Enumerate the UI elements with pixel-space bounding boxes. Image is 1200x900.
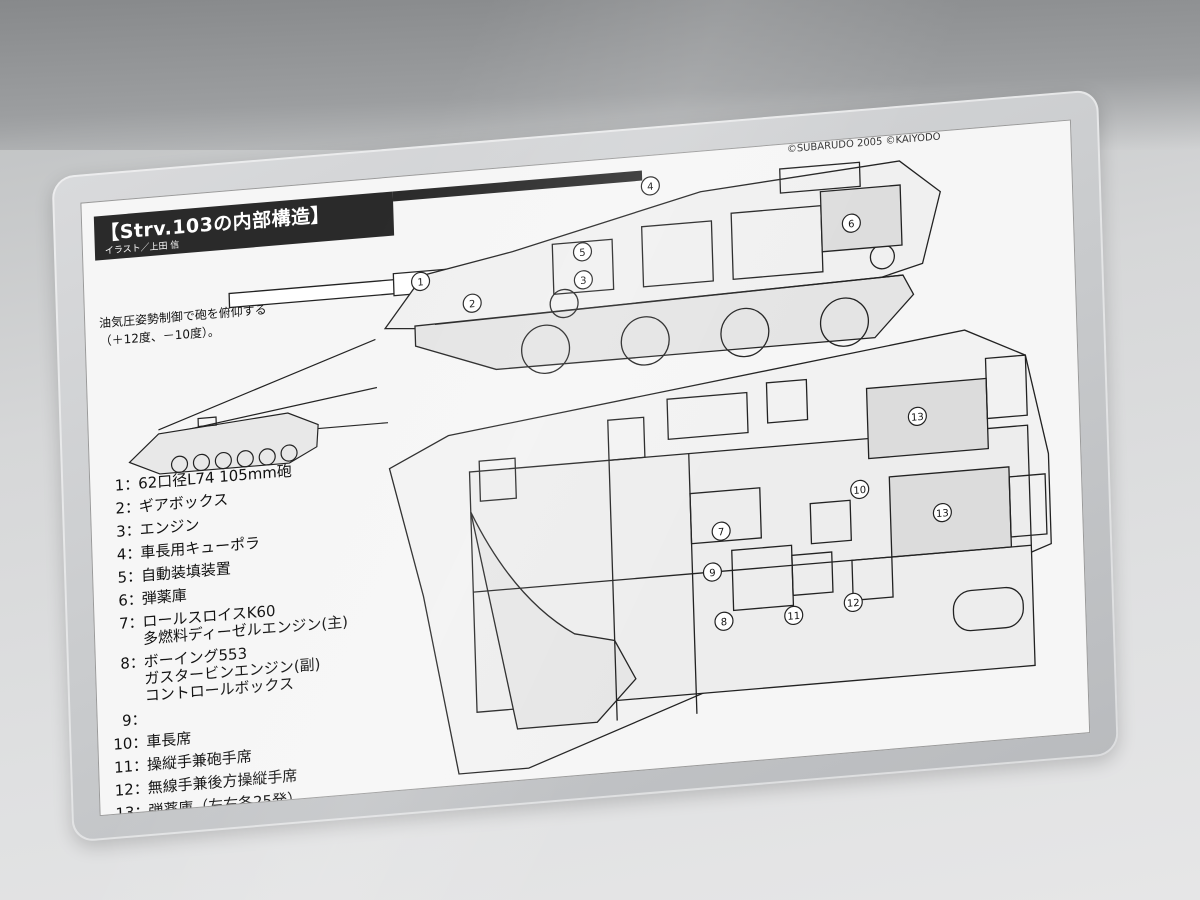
- legend-separator: ：: [132, 755, 149, 776]
- legend-separator: ：: [124, 497, 141, 517]
- legend-number: 3: [115, 522, 126, 541]
- callout-marker: 13: [932, 502, 952, 523]
- legend-text: 弾薬庫: [141, 586, 187, 608]
- callout-number: 11: [787, 611, 800, 623]
- legend-number: 10: [113, 734, 133, 754]
- legend-text: 操縦手兼砲手席: [146, 747, 252, 775]
- legend-number: 6: [118, 591, 129, 610]
- callout-number: 8: [721, 617, 728, 629]
- callout-marker: 7: [711, 521, 731, 541]
- callout-number: 13: [936, 508, 949, 520]
- callout-number: 12: [847, 598, 860, 610]
- callout-marker: 6: [841, 213, 861, 233]
- callout-number: 7: [718, 527, 725, 539]
- callout-marker: 1: [410, 271, 431, 292]
- callout-number: 2: [469, 299, 476, 311]
- callout-number: 9: [709, 568, 716, 580]
- card-face: 【Strv.103の内部構造】 イラスト／上田 信 ©SUBARUDO 2005…: [80, 119, 1091, 817]
- legend-text: 車長席: [146, 729, 192, 752]
- legend-separator: ：: [126, 543, 142, 564]
- side-view-drawing: [228, 160, 942, 374]
- callout-marker: 5: [572, 242, 593, 262]
- callout-marker: 4: [640, 176, 660, 196]
- legend-separator: ：: [131, 709, 147, 730]
- legend-separator: ：: [128, 612, 144, 633]
- small-side-silhouette: [128, 338, 389, 475]
- legend-separator: ：: [132, 732, 148, 753]
- legend-number: 8: [120, 654, 131, 673]
- legend-number: 9: [121, 711, 132, 730]
- callout-marker: 12: [843, 592, 863, 613]
- callout-marker: 13: [907, 406, 927, 427]
- callout-marker: 3: [573, 270, 593, 290]
- legend-number: 11: [113, 757, 134, 777]
- legend-separator: ：: [134, 801, 150, 817]
- legend-number: 2: [115, 498, 126, 518]
- legend-separator: ：: [126, 566, 143, 587]
- legend-separator: ：: [125, 520, 141, 541]
- parts-legend: 1：62口径L74 105mm砲 2：ギアボックス 3：エンジン 4：車長用キュ…: [98, 454, 408, 816]
- legend-number: 12: [114, 780, 135, 800]
- legend-number: 1: [114, 475, 125, 495]
- legend-separator: ：: [133, 778, 150, 799]
- plan-view-drawing: [388, 329, 1052, 775]
- callout-number: 1: [417, 277, 424, 289]
- legend-separator: ：: [129, 652, 146, 673]
- legend-number: 7: [118, 614, 129, 633]
- legend-number: 5: [117, 568, 128, 587]
- legend-number: 13: [115, 803, 135, 817]
- callout-marker: 11: [784, 605, 804, 626]
- callout-number: 13: [911, 412, 924, 424]
- callout-marker: 10: [850, 479, 870, 500]
- callout-number: 3: [580, 276, 587, 288]
- legend-text: 車長用キューポラ: [140, 533, 261, 562]
- callout-marker: 8: [714, 611, 734, 631]
- callout-marker: 9: [702, 562, 723, 582]
- trading-card: 【Strv.103の内部構造】 イラスト／上田 信 ©SUBARUDO 2005…: [51, 89, 1119, 843]
- callout-number: 10: [853, 485, 866, 497]
- legend-number: 4: [116, 545, 127, 564]
- legend-separator: ：: [127, 589, 144, 610]
- legend-separator: ：: [123, 474, 140, 494]
- legend-text: ギアボックス: [138, 490, 229, 516]
- legend-text: エンジン: [139, 515, 200, 539]
- callout-number: 5: [579, 248, 586, 260]
- callout-number: 4: [647, 182, 654, 194]
- callout-number: 6: [848, 219, 855, 231]
- legend-text: 自動装填装置: [140, 559, 232, 585]
- callout-marker: 2: [462, 293, 482, 313]
